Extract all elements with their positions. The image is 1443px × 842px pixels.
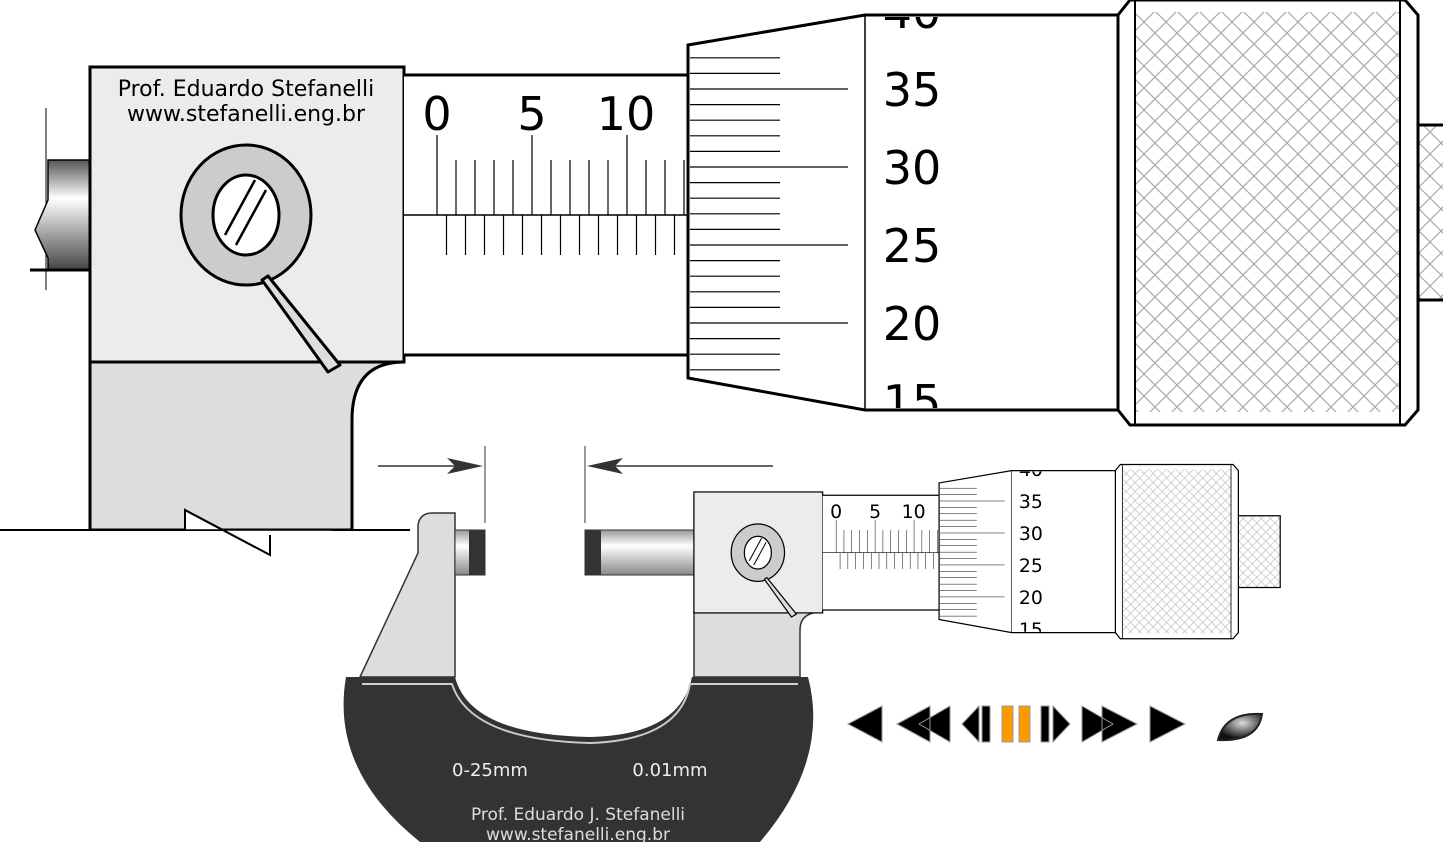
frame-website-small: www.stefanelli.eng.br — [486, 825, 670, 842]
play-forward-button[interactable] — [1149, 705, 1187, 743]
play-backward-button[interactable] — [846, 705, 883, 743]
show-reading-button[interactable] — [1216, 712, 1264, 742]
pause-button[interactable] — [1001, 705, 1031, 743]
step-forward-icon — [1040, 704, 1071, 744]
fast-backward-button[interactable] — [895, 705, 951, 743]
c-frame — [343, 677, 814, 842]
zoomed-micrometer-view: Prof. Eduardo Stefanelli www.stefanelli.… — [0, 0, 1443, 557]
playback-controls — [846, 704, 1264, 744]
eye-icon — [1216, 712, 1264, 742]
step-back-icon — [961, 704, 991, 744]
frame-author-small: Prof. Eduardo J. Stefanelli — [471, 805, 685, 825]
frame-website: www.stefanelli.eng.br — [127, 102, 366, 127]
fast-forward-button[interactable] — [1081, 705, 1139, 743]
resolution-label: 0.01mm — [632, 760, 707, 781]
step-forward-button[interactable] — [1040, 704, 1071, 744]
double-triangle-right-icon — [1081, 705, 1139, 743]
double-triangle-left-icon — [895, 705, 951, 743]
full-micrometer: 0-25mm 0.01mm Prof. Eduardo J. Stefanell… — [343, 446, 1281, 842]
triangle-left-icon — [846, 705, 883, 743]
range-label: 0-25mm — [452, 760, 528, 781]
step-backward-button[interactable] — [961, 704, 991, 744]
frame-author: Prof. Eduardo Stefanelli — [118, 77, 375, 102]
pause-icon — [1001, 705, 1031, 743]
triangle-right-icon — [1149, 705, 1187, 743]
